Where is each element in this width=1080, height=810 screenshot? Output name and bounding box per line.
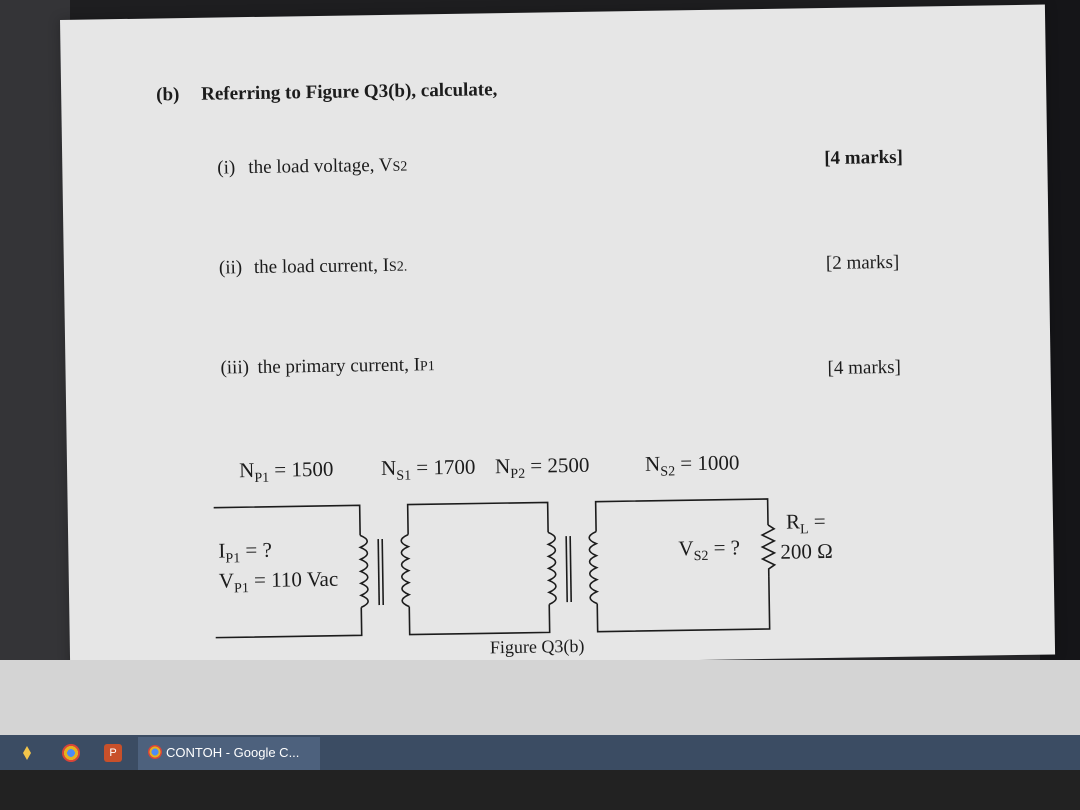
vp1-label: VP1 = 110 Vac [219, 567, 339, 597]
load-resistor [760, 524, 777, 577]
np1-label: NP1 = 1500 [239, 457, 334, 486]
task-view-icon[interactable] [18, 744, 36, 762]
rl-value: 200 Ω [780, 539, 833, 564]
chrome-small-icon [148, 745, 162, 759]
ns2-label: NS2 = 1000 [645, 450, 740, 479]
vs2-label: VS2 = ? [678, 535, 740, 564]
monitor-bezel-bottom [0, 770, 1080, 810]
middle-circuit [406, 501, 600, 636]
monitor-bezel-left [0, 0, 70, 700]
document-page: (b) Referring to Figure Q3(b), calculate… [60, 4, 1056, 670]
primary-coil-p2 [546, 531, 557, 606]
rl-label: RL = [786, 509, 826, 538]
primary-circuit [213, 504, 412, 639]
figure-caption: Figure Q3(b) [490, 636, 585, 658]
ip1-label: IP1 = ? [218, 538, 272, 567]
primary-coil-p1 [358, 534, 369, 609]
np2-label: NP2 = 2500 [495, 453, 590, 482]
taskbar-window-chrome[interactable]: CONTOH - Google C... [138, 737, 320, 773]
circuit-figure: NP1 = 1500 NS1 = 1700 NP2 = 2500 NS2 = 1… [213, 450, 833, 658]
ns1-label: NS1 = 1700 [381, 455, 476, 484]
monitor-lower-area [0, 660, 1080, 740]
load-circuit [594, 498, 777, 633]
powerpoint-icon[interactable]: P [104, 744, 122, 762]
taskbar: P CONTOH - Google C... [0, 735, 1080, 775]
chrome-icon[interactable] [62, 744, 80, 762]
task-label: CONTOH - Google C... [166, 745, 300, 760]
secondary-coil-s2 [588, 530, 600, 605]
secondary-coil-s1 [400, 533, 412, 608]
